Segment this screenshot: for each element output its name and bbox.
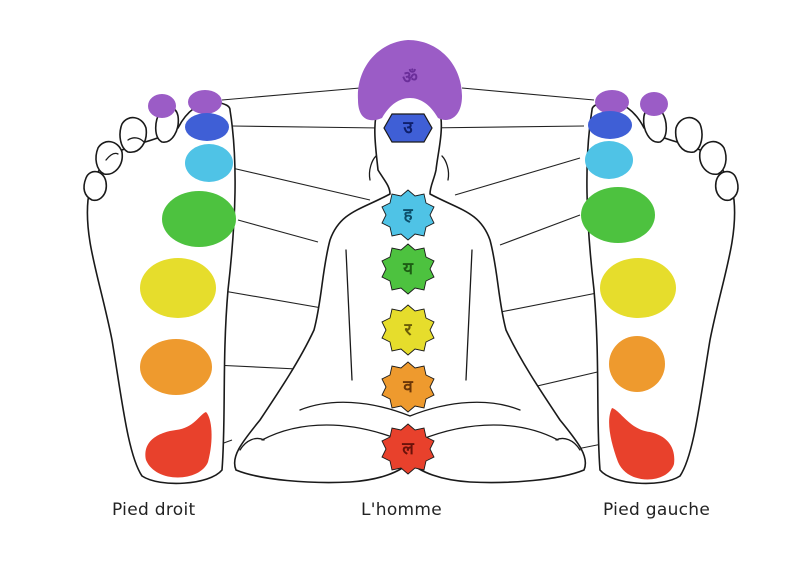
right-foot-label: Pied droit bbox=[112, 500, 196, 520]
left-foot-zones bbox=[581, 90, 676, 480]
left-foot-label: Pied gauche bbox=[603, 500, 711, 520]
rf-third-eye-zone bbox=[185, 113, 229, 141]
lf-throat-zone bbox=[585, 141, 633, 179]
throat-chakra: ह bbox=[381, 189, 435, 241]
rf-crown-zone-2 bbox=[188, 90, 222, 114]
lf-third-eye-zone bbox=[588, 111, 632, 139]
root-glyph: ल bbox=[401, 439, 415, 459]
sacral-glyph: व bbox=[402, 377, 414, 397]
sacral-chakra: व bbox=[381, 361, 435, 413]
lf-crown-zone-2 bbox=[595, 90, 629, 114]
rf-sacral-zone bbox=[140, 339, 212, 395]
lf-root-zone bbox=[609, 408, 675, 480]
lf-heart-zone bbox=[581, 187, 655, 243]
rf-throat-zone bbox=[185, 144, 233, 182]
third-eye-chakra: उ bbox=[383, 113, 433, 143]
lf-sacral-zone bbox=[609, 336, 665, 392]
rf-root-zone bbox=[145, 412, 212, 478]
crown-chakra: ॐ bbox=[357, 40, 462, 121]
lf-solar-plexus-zone bbox=[600, 258, 676, 318]
heart-glyph: य bbox=[402, 259, 414, 279]
lf-crown-zone-1 bbox=[640, 92, 668, 116]
rf-heart-zone bbox=[162, 191, 236, 247]
right-foot-zones bbox=[140, 90, 236, 478]
throat-glyph: ह bbox=[402, 205, 413, 225]
rf-solar-plexus-zone bbox=[140, 258, 216, 318]
heart-chakra: य bbox=[381, 243, 435, 295]
root-chakra: ल bbox=[381, 423, 435, 475]
crown-glyph: ॐ bbox=[402, 68, 418, 88]
solar-plexus-chakra: र bbox=[381, 304, 435, 356]
third-eye-glyph: उ bbox=[402, 118, 413, 138]
man-label: L'homme bbox=[361, 500, 442, 520]
rf-crown-zone-1 bbox=[148, 94, 176, 118]
solar-plexus-glyph: र bbox=[404, 320, 413, 340]
